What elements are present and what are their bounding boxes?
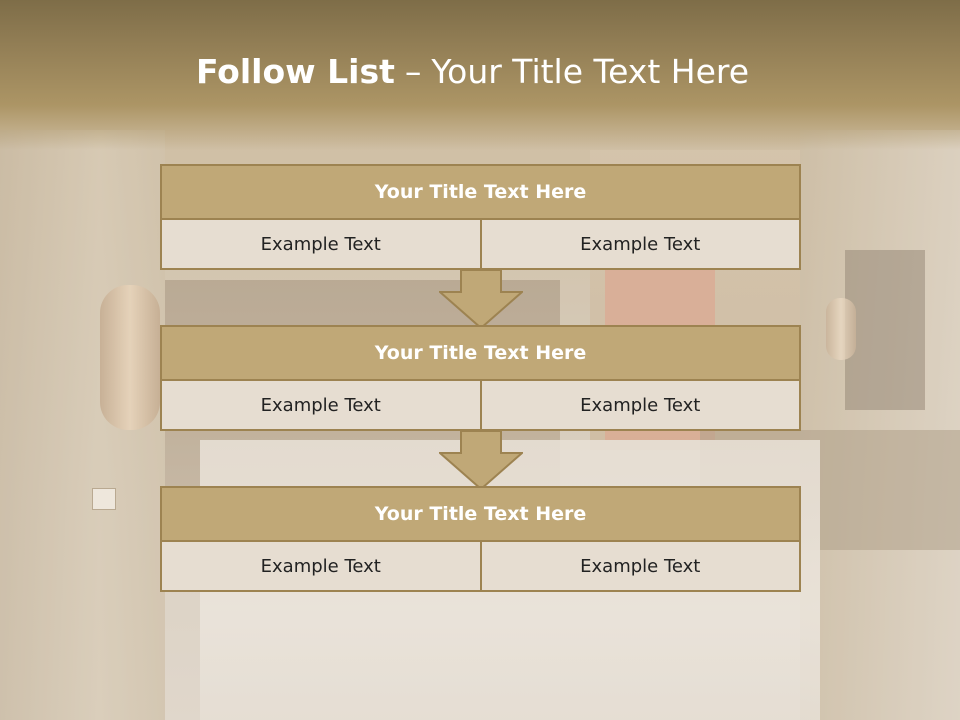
flow-block-title: Your Title Text Here xyxy=(160,164,801,220)
flow-block-left-text: Example Text xyxy=(160,381,482,431)
slide-title: Follow List–Your Title Text Here xyxy=(0,52,945,91)
flow-block-right-text: Example Text xyxy=(481,542,801,592)
slide-title-bold: Follow List xyxy=(195,52,395,91)
flow-block-1: Your Title Text Here Example Text Exampl… xyxy=(160,164,801,270)
flow-block-right-text: Example Text xyxy=(481,220,801,270)
down-arrow-icon xyxy=(439,431,523,491)
slide-title-rest: Your Title Text Here xyxy=(431,52,750,91)
flow-block-3: Your Title Text Here Example Text Exampl… xyxy=(160,486,801,592)
flow-block-row: Example Text Example Text xyxy=(160,381,801,431)
flow-block-title: Your Title Text Here xyxy=(160,486,801,542)
flow-block-row: Example Text Example Text xyxy=(160,220,801,270)
flow-block-2: Your Title Text Here Example Text Exampl… xyxy=(160,325,801,431)
flow-block-title: Your Title Text Here xyxy=(160,325,801,381)
flow-block-left-text: Example Text xyxy=(160,542,482,592)
flow-block-left-text: Example Text xyxy=(160,220,482,270)
flow-block-right-text: Example Text xyxy=(481,381,801,431)
down-arrow-icon xyxy=(439,270,523,330)
flow-block-row: Example Text Example Text xyxy=(160,542,801,592)
slide-title-dash: – xyxy=(404,52,422,91)
